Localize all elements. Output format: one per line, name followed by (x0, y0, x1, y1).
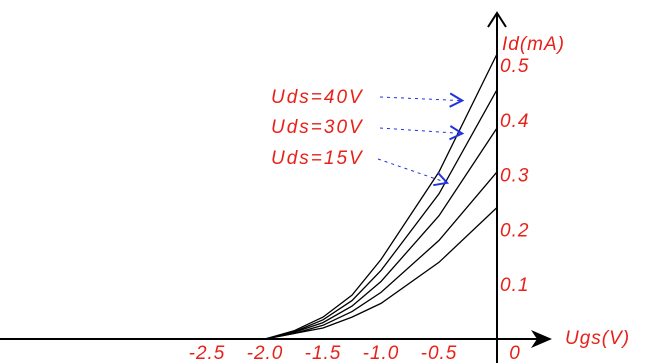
annotation-arrow-line (379, 96, 463, 102)
x-tick-label: -2.5 (189, 343, 226, 363)
series-line-4 (264, 89, 498, 340)
annotations-layer: Uds=40V Uds=30V Uds=15V (271, 87, 465, 187)
annotation-arrowhead (449, 92, 465, 108)
annotation-arrowhead (433, 171, 450, 187)
y-tick-label: 0.3 (500, 166, 529, 187)
x-tick-label: 0 (509, 343, 521, 363)
y-tick-label: 0.4 (500, 111, 529, 132)
x-tick-label: -0.5 (421, 343, 458, 363)
curves-layer (264, 53, 498, 340)
labels-layer: Ugs(V) Id(mA) -2.5 -2.0 -1.5 -1.0 -0.5 0 0.1 0.… (189, 34, 630, 363)
series-line-1 (264, 207, 498, 340)
annotation-arrowhead (449, 125, 465, 141)
x-tick-label: -1.0 (363, 343, 400, 363)
annotation-arrow-line (379, 127, 463, 134)
annotation-label: Uds=30V (271, 117, 364, 138)
y-tick-label: 0.1 (500, 275, 529, 296)
annotation-arrow-line (377, 158, 448, 184)
x-tick-label: -1.5 (305, 343, 342, 363)
x-axis-arrowhead (531, 330, 552, 348)
annotation-label: Uds=40V (271, 87, 364, 108)
x-axis-label: Ugs(V) (565, 328, 630, 349)
series-line-5 (264, 53, 498, 340)
axes-layer (0, 11, 552, 363)
annotation-label: Uds=15V (271, 148, 364, 169)
y-tick-label: 0.5 (500, 56, 529, 77)
y-tick-label: 0.2 (500, 220, 529, 241)
y-axis-arrowhead (487, 11, 507, 28)
series-line-2 (264, 171, 498, 340)
y-axis-label: Id(mA) (502, 34, 565, 55)
x-tick-label: -2.0 (247, 343, 284, 363)
